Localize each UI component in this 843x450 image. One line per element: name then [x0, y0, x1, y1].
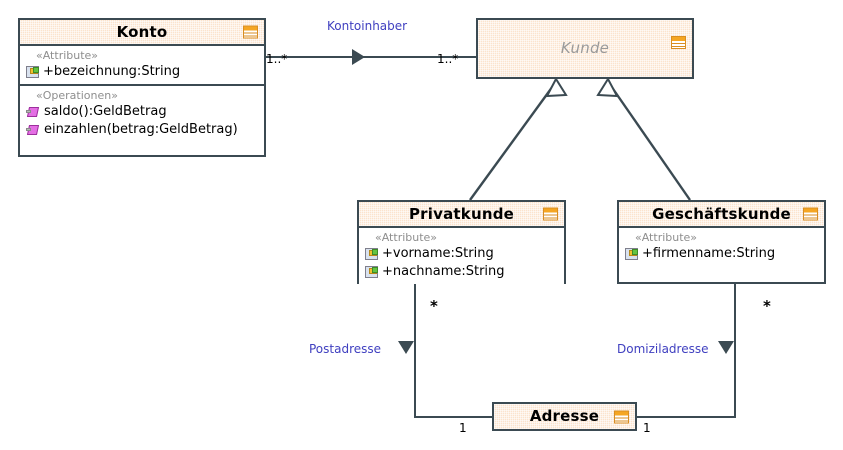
- class-table-icon: [243, 25, 258, 39]
- attribute-icon: [365, 248, 378, 260]
- association-line-postadresse-horizontal: [414, 416, 492, 418]
- operation-icon: [26, 106, 40, 118]
- class-member: +vorname:String: [359, 245, 564, 263]
- attribute-icon: [625, 248, 638, 260]
- member-text: saldo():GeldBetrag: [44, 104, 167, 119]
- class-member: +nachname:String: [359, 263, 564, 281]
- attribute-icon: [365, 266, 378, 278]
- class-header-kunde: Kunde: [478, 20, 692, 77]
- class-table-icon: [671, 36, 686, 49]
- class-member: +bezeichnung:String: [20, 63, 264, 81]
- association-label-domiziladresse: Domiziladresse: [617, 342, 709, 356]
- member-text: +firmenname:String: [642, 246, 776, 261]
- member-text: einzahlen(betrag:GeldBetrag): [44, 122, 238, 137]
- class-name-konto: Konto: [116, 22, 168, 41]
- uml-class-geschaeftskunde[interactable]: Geschäftskunde «Attribute» +firmenname:S…: [617, 200, 826, 284]
- multiplicity-kunde-target: 1..*: [437, 52, 459, 66]
- association-line-kontoinhaber: [266, 56, 476, 58]
- multiplicity-privatkunde-source: *: [430, 297, 438, 315]
- class-table-icon: [803, 207, 818, 221]
- class-member: einzahlen(betrag:GeldBetrag): [20, 121, 264, 139]
- multiplicity-adresse-from-privatkunde: 1: [459, 421, 467, 435]
- class-table-icon: [543, 207, 558, 221]
- association-line-domiziladresse-horizontal: [637, 416, 736, 418]
- class-section-attributes-geschaeftskunde: «Attribute» +firmenname:String: [619, 228, 824, 266]
- member-text: +nachname:String: [382, 264, 505, 279]
- multiplicity-geschaeftskunde-source: *: [763, 297, 771, 315]
- navigation-arrow-kontoinhaber: [352, 49, 365, 65]
- stereotype-attribute-privatkunde: «Attribute»: [375, 231, 438, 244]
- stereotype-attribute-konto: «Attribute»: [36, 49, 99, 62]
- operation-icon: [26, 124, 40, 136]
- class-header-privatkunde: Privatkunde: [359, 202, 564, 228]
- uml-class-konto[interactable]: Konto «Attribute» +bezeichnung:String «O…: [18, 18, 266, 157]
- class-header-geschaeftskunde: Geschäftskunde: [619, 202, 824, 228]
- uml-class-kunde[interactable]: Kunde: [476, 18, 694, 79]
- class-header-konto: Konto: [20, 20, 264, 46]
- uml-class-adresse[interactable]: Adresse: [492, 402, 637, 431]
- association-label-kontoinhaber: Kontoinhaber: [327, 19, 408, 33]
- association-line-postadresse-vertical: [414, 283, 416, 418]
- class-section-attributes-konto: «Attribute» +bezeichnung:String: [20, 46, 264, 86]
- class-name-kunde: Kunde: [560, 39, 610, 57]
- member-text: +bezeichnung:String: [43, 64, 181, 79]
- navigation-arrow-postadresse: [398, 341, 414, 354]
- class-member: saldo():GeldBetrag: [20, 103, 264, 121]
- stereotype-operationen-konto: «Operationen»: [36, 89, 118, 102]
- association-label-postadresse: Postadresse: [309, 342, 382, 356]
- navigation-arrow-domiziladresse: [718, 341, 734, 354]
- class-name-adresse: Adresse: [529, 407, 600, 425]
- class-name-privatkunde: Privatkunde: [408, 204, 515, 223]
- member-text: +vorname:String: [382, 246, 494, 261]
- multiplicity-adresse-from-geschaeftskunde: 1: [643, 421, 651, 435]
- class-member: +firmenname:String: [619, 245, 824, 263]
- class-name-geschaeftskunde: Geschäftskunde: [652, 204, 791, 223]
- class-header-adresse: Adresse: [494, 404, 635, 429]
- class-section-attributes-privatkunde: «Attribute» +vorname:String +nachname:St…: [359, 228, 564, 284]
- association-line-domiziladresse-vertical: [734, 283, 736, 418]
- class-section-operations-konto: «Operationen» saldo():GeldBetrag einzahl…: [20, 86, 264, 142]
- class-table-icon: [614, 410, 629, 423]
- attribute-icon: [26, 66, 39, 78]
- uml-class-privatkunde[interactable]: Privatkunde «Attribute» +vorname:String …: [357, 200, 566, 284]
- multiplicity-konto-source: 1..*: [266, 52, 288, 66]
- stereotype-attribute-geschaeftskunde: «Attribute»: [635, 231, 698, 244]
